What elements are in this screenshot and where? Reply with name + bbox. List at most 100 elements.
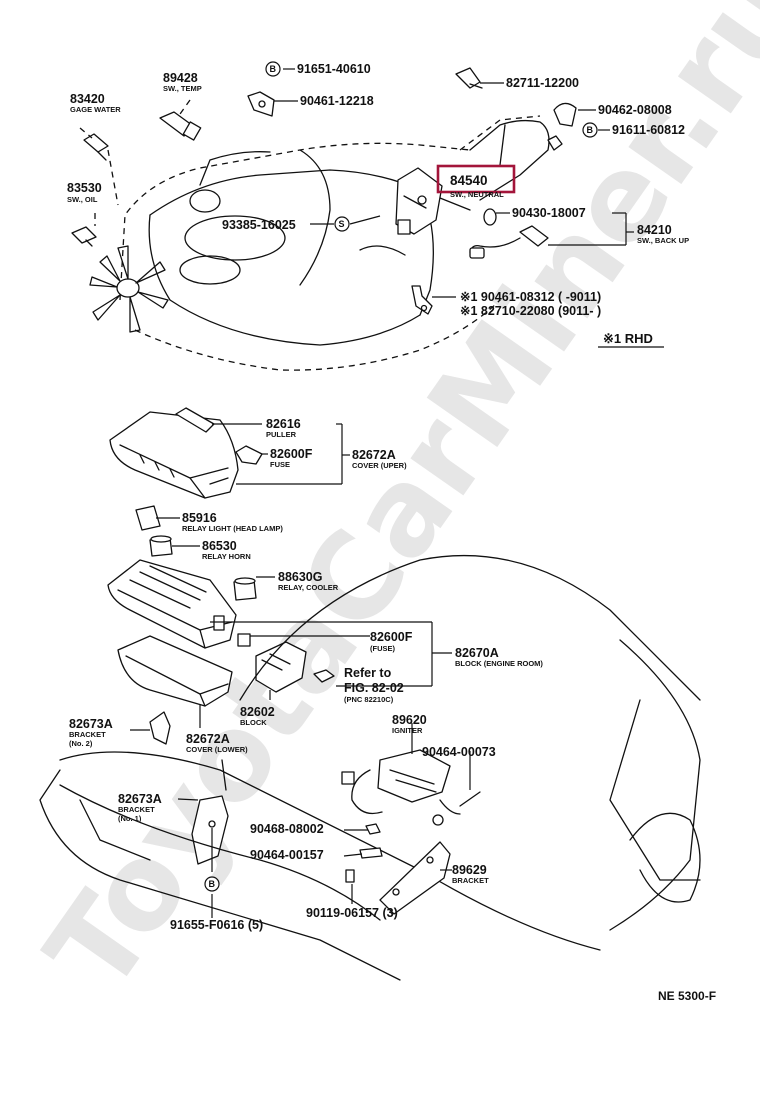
svg-text:90462-08008: 90462-08008 (598, 103, 672, 117)
grommet-90468 (365, 823, 381, 835)
part-label-84540[interactable]: 84540 SW., NEUTRAL (436, 164, 516, 199)
svg-text:82672A: 82672A (186, 732, 230, 746)
part-label-90461-08312[interactable]: ※1 90461-08312 ( -9011) (460, 290, 601, 304)
svg-text:86530: 86530 (202, 539, 237, 553)
bracket-no2 (149, 711, 171, 745)
leader-lines (130, 68, 634, 918)
part-label-90464-00157[interactable]: 90464-00157 (250, 848, 324, 862)
sub-block-82602 (237, 633, 335, 693)
svg-text:RELAY LIGHT (HEAD LAMP): RELAY LIGHT (HEAD LAMP) (182, 524, 283, 533)
part-label-82670a[interactable]: 82670A BLOCK (ENGINE ROOM) (455, 646, 543, 668)
fuse-82600f (235, 445, 263, 465)
part-label-82616[interactable]: 82616 PULLER (266, 417, 301, 439)
figure-code: NE 5300-F (658, 989, 716, 1003)
svg-text:88630G: 88630G (278, 570, 322, 584)
part-label-90462-08008[interactable]: 90462-08008 (598, 103, 672, 117)
part-label-90461-12218[interactable]: 90461-12218 (300, 94, 374, 108)
svg-text:B: B (209, 879, 216, 889)
part-label-88630g[interactable]: 88630G RELAY, COOLER (278, 570, 339, 592)
part-label-91655-f0616[interactable]: 91655-F0616 (5) (170, 918, 263, 932)
svg-text:B: B (270, 64, 277, 74)
part-label-85916[interactable]: 85916 RELAY LIGHT (HEAD LAMP) (182, 511, 283, 533)
svg-text:※1 90461-08312 ( -9011): ※1 90461-08312 ( -9011) (460, 290, 601, 304)
wire-connector (455, 67, 483, 89)
svg-text:82616: 82616 (266, 417, 301, 431)
svg-text:82711-12200: 82711-12200 (506, 76, 579, 90)
svg-text:90119-06157 (3): 90119-06157 (3) (306, 906, 398, 920)
svg-text:※1 RHD: ※1 RHD (603, 331, 653, 346)
part-label-89629[interactable]: 89629 BRACKET (452, 863, 489, 885)
svg-text:(No. 1): (No. 1) (118, 814, 142, 823)
part-label-84210[interactable]: 84210 SW., BACK UP (637, 223, 689, 245)
svg-text:90464-00157: 90464-00157 (250, 848, 324, 862)
svg-text:(No. 2): (No. 2) (69, 739, 93, 748)
part-label-82673a-no1[interactable]: 82673A BRACKET (No. 1) (118, 792, 162, 823)
clip-90464 (359, 847, 383, 859)
svg-text:90430-18007: 90430-18007 (512, 206, 586, 220)
igniter (341, 749, 481, 826)
svg-text:BRACKET: BRACKET (69, 730, 106, 739)
marker-b-3: B (204, 876, 220, 892)
part-label-90430-18007[interactable]: 90430-18007 (512, 206, 586, 220)
upper-cover (109, 411, 239, 499)
part-label-83420[interactable]: 83420 GAGE WATER (70, 92, 121, 114)
svg-text:82670A: 82670A (455, 646, 499, 660)
part-label-91611-60812[interactable]: 91611-60812 (612, 123, 685, 137)
part-label-83530[interactable]: 83530 SW., OIL (67, 181, 102, 204)
part-label-82711-12200[interactable]: 82711-12200 (506, 76, 579, 90)
part-label-82600f-fuse[interactable]: 82600F FUSE (270, 447, 313, 469)
part-label-90119-06157[interactable]: 90119-06157 (3) (306, 906, 398, 920)
svg-text:SW., NEUTRAL: SW., NEUTRAL (450, 190, 504, 199)
svg-text:89428: 89428 (163, 71, 198, 85)
svg-text:82600F: 82600F (370, 630, 413, 644)
part-label-82600f-block[interactable]: 82600F (FUSE) (370, 630, 413, 653)
part-label-90464-00073[interactable]: 90464-00073 (422, 745, 496, 759)
part-label-86530[interactable]: 86530 RELAY HORN (202, 539, 251, 561)
svg-text:91611-60812: 91611-60812 (612, 123, 685, 137)
svg-text:85916: 85916 (182, 511, 217, 525)
marker-s: S (334, 216, 350, 232)
bolt-90119 (345, 869, 355, 883)
svg-text:93385-16025: 93385-16025 (222, 218, 296, 232)
svg-text:BLOCK (ENGINE ROOM): BLOCK (ENGINE ROOM) (455, 659, 543, 668)
svg-text:84210: 84210 (637, 223, 672, 237)
svg-text:COVER (LOWER): COVER (LOWER) (186, 745, 248, 754)
bracket-no1 (191, 759, 229, 865)
svg-text:B: B (587, 125, 594, 135)
relay-cooler (233, 577, 257, 601)
svg-text:82673A: 82673A (69, 717, 113, 731)
part-label-82710-22080[interactable]: ※1 82710-22080 (9011- ) (460, 304, 601, 318)
svg-text:Refer to: Refer to (344, 666, 392, 680)
refer-note[interactable]: Refer to FIG. 82-02 (PNC 82210C) (344, 666, 404, 704)
svg-text:RELAY, COOLER: RELAY, COOLER (278, 583, 339, 592)
part-label-82602[interactable]: 82602 BLOCK (240, 705, 275, 727)
svg-text:SW., TEMP: SW., TEMP (163, 84, 202, 93)
lower-cover (117, 635, 233, 707)
part-label-82672a-upper[interactable]: 82672A COVER (UPER) (352, 448, 407, 470)
svg-text:FUSE: FUSE (270, 460, 290, 469)
backup-switch (469, 208, 549, 259)
svg-text:PULLER: PULLER (266, 430, 297, 439)
rhd-note: ※1 RHD (598, 331, 664, 348)
part-label-82673a-no2[interactable]: 82673A BRACKET (No. 2) (69, 717, 113, 748)
clamp-bracket (247, 91, 275, 117)
harness-clamp (553, 102, 577, 127)
marker-b-2: B (582, 122, 598, 138)
svg-text:S: S (339, 219, 345, 229)
svg-text:82602: 82602 (240, 705, 275, 719)
selected-part-highlight (436, 164, 516, 194)
svg-text:83530: 83530 (67, 181, 102, 195)
part-label-89428[interactable]: 89428 SW., TEMP (163, 71, 202, 93)
svg-text:82673A: 82673A (118, 792, 162, 806)
svg-text:COVER (UPER): COVER (UPER) (352, 461, 407, 470)
part-label-91651-40610[interactable]: 91651-40610 (297, 62, 371, 76)
part-label-82672a-lower[interactable]: 82672A COVER (LOWER) (186, 732, 248, 754)
engine-room-block (107, 559, 237, 649)
engine-illustration (89, 115, 550, 371)
svg-text:90468-08002: 90468-08002 (250, 822, 324, 836)
part-label-93385-16025[interactable]: 93385-16025 (222, 218, 296, 232)
svg-text:82672A: 82672A (352, 448, 396, 462)
part-label-90468-08002[interactable]: 90468-08002 (250, 822, 324, 836)
part-label-89620[interactable]: 89620 IGNITER (392, 713, 427, 735)
